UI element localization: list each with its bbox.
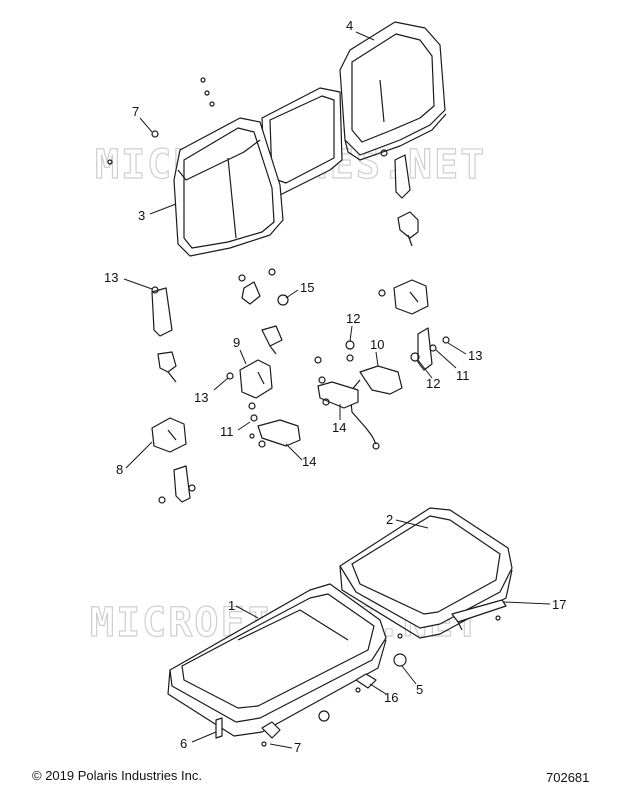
callout-7-bottom: 7 [294,740,301,755]
seat-cushion-lower [167,583,387,737]
callout-9: 9 [233,335,240,350]
callout-6: 6 [180,736,187,751]
callout-14-lower: 14 [302,454,316,469]
callout-13-left: 13 [104,270,118,285]
callout-7-top: 7 [132,104,139,119]
callout-8: 8 [116,462,123,477]
diagram-number: 702681 [546,770,590,785]
callout-13-right: 13 [468,348,482,363]
callout-16: 16 [384,690,398,705]
seat-back-right [339,21,447,161]
copyright-text: © 2019 Polaris Industries Inc. [32,768,202,783]
callout-11-center: 11 [220,424,234,439]
callout-13-center: 13 [194,390,208,405]
callout-12-top: 12 [346,311,360,326]
seat-back-left [173,117,284,257]
callout-10: 10 [370,337,384,352]
seat-cushion-upper [339,507,513,639]
callout-17: 17 [552,597,566,612]
callout-2: 2 [386,512,393,527]
callout-3: 3 [138,208,145,223]
callout-11-right: 11 [456,368,470,383]
callout-15: 15 [300,280,314,295]
callout-14-upper: 14 [332,420,346,435]
leader-lines [123,31,551,749]
callout-4: 4 [346,18,353,33]
callout-12-right: 12 [426,376,440,391]
callout-5: 5 [416,682,423,697]
callout-1: 1 [228,598,235,613]
